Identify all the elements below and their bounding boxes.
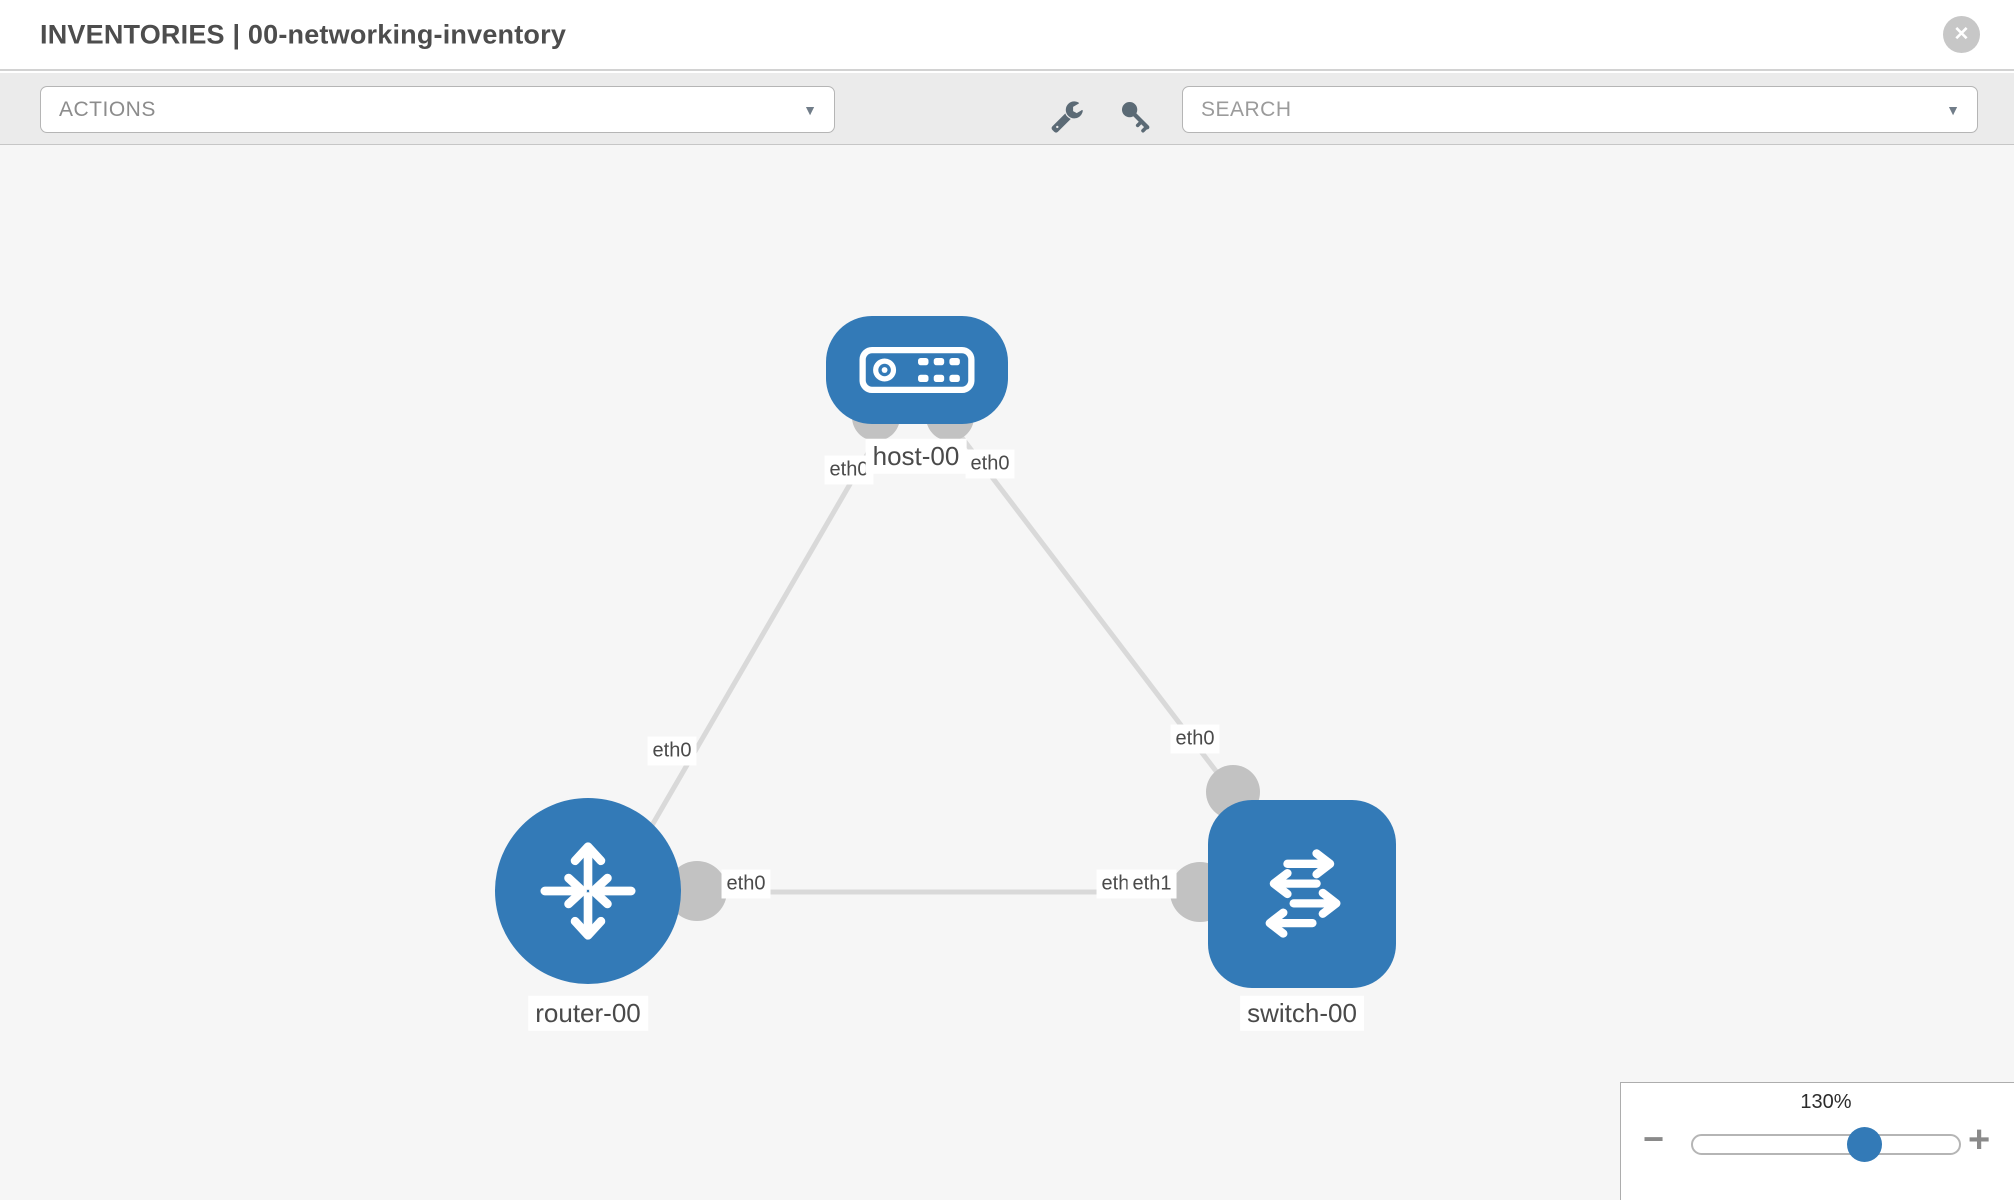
iface-label-host-eth0-right: eth0 (965, 449, 1015, 479)
zoom-slider-thumb[interactable] (1847, 1127, 1882, 1162)
plus-icon: + (1968, 1119, 1991, 1161)
iface-label-router-right-eth0: eth0 (721, 869, 771, 899)
node-switch-00[interactable] (1208, 800, 1396, 988)
zoom-level-value: 130% (1800, 1091, 1852, 1113)
actions-dropdown-label: ACTIONS (59, 97, 156, 121)
node-label-router-00: router-00 (528, 995, 648, 1031)
zoom-out-button[interactable]: − (1643, 1121, 1664, 1157)
search-dropdown[interactable]: SEARCH ▼ (1182, 86, 1978, 133)
iface-label-switch-top-eth0: eth0 (1170, 724, 1220, 754)
key-button[interactable] (1119, 99, 1153, 133)
search-dropdown-label: SEARCH (1201, 97, 1292, 121)
zoom-slider-track[interactable] (1691, 1134, 1961, 1155)
configure-button[interactable] (1050, 99, 1084, 133)
minus-icon: − (1643, 1118, 1665, 1159)
zoom-widget: 130% − + (1620, 1082, 2014, 1200)
switch-icon (1265, 849, 1341, 938)
node-label-host-00: host-00 (865, 438, 967, 474)
node-router-00[interactable] (495, 798, 681, 984)
iface-label-host-eth0-left: eth0 (824, 455, 874, 485)
router-icon (540, 842, 636, 940)
node-host-00[interactable] (826, 316, 1008, 424)
server-icon (859, 347, 975, 393)
iface-label-router-top-eth0: eth0 (647, 736, 697, 766)
actions-dropdown[interactable]: ACTIONS ▼ (40, 86, 835, 133)
topology-canvas[interactable]: eth0 eth0 eth0 eth0 eth0 eth0 eth1 host-… (0, 145, 2014, 1200)
page-header: INVENTORIES | 00-networking-inventory ✕ (0, 0, 2014, 71)
iface-label-switch-left-eth1: eth1 (1127, 869, 1177, 899)
page-title: INVENTORIES | 00-networking-inventory (40, 19, 567, 49)
port-router-eth0[interactable] (667, 861, 727, 921)
zoom-in-button[interactable]: + (1968, 1121, 1990, 1159)
close-icon: ✕ (1953, 24, 1970, 45)
chevron-down-icon: ▼ (803, 101, 817, 118)
wrench-icon (1051, 101, 1083, 133)
node-label-switch-00: switch-00 (1240, 995, 1364, 1031)
chevron-down-icon: ▼ (1946, 101, 1960, 118)
close-button[interactable]: ✕ (1943, 16, 1980, 53)
key-icon (1121, 101, 1150, 133)
toolbar: ACTIONS ▼ SEARCH ▼ (0, 73, 2014, 145)
